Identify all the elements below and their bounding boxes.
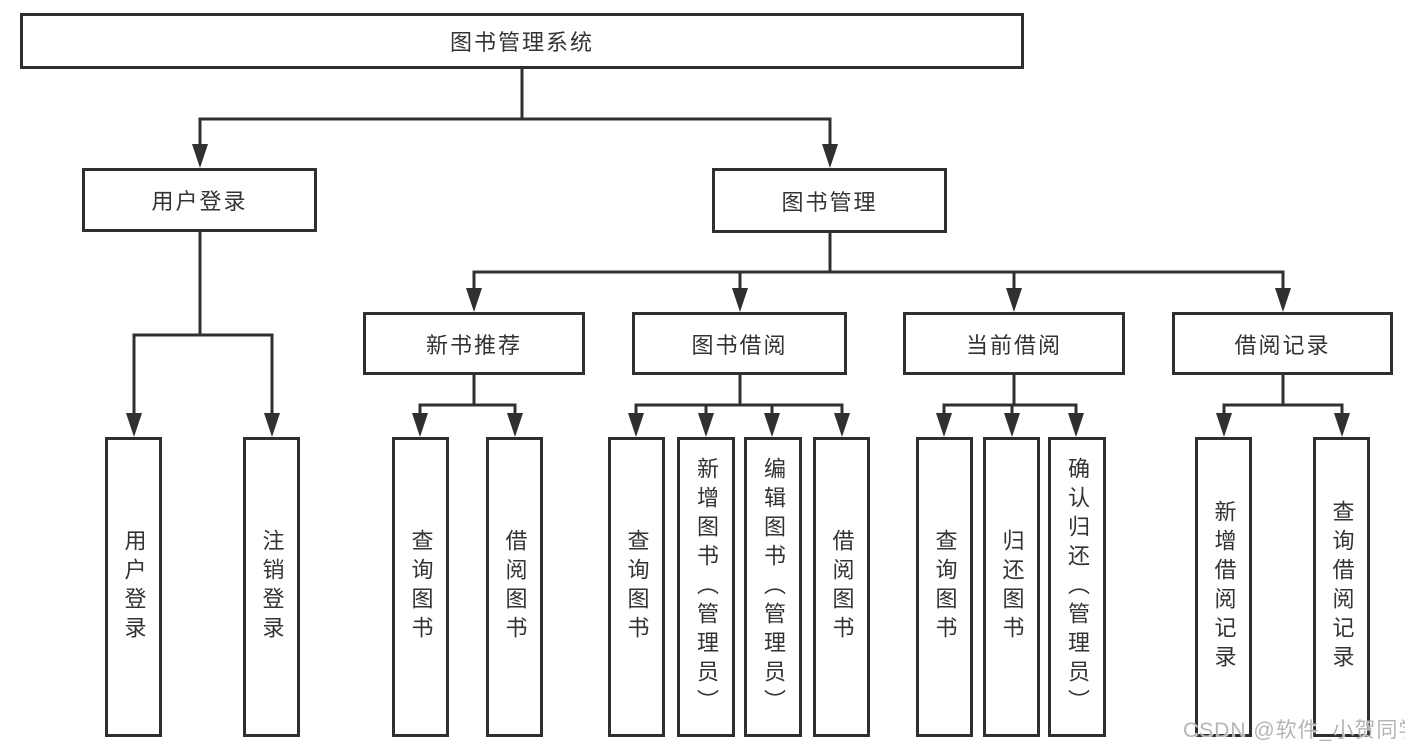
node-user-login-group: 用户登录	[82, 168, 317, 232]
leaf-query-borrow-record: 查询借阅记录	[1313, 437, 1370, 737]
arrow-down-icon	[834, 413, 850, 437]
arrow-down-icon	[466, 288, 482, 312]
arrow-down-icon	[412, 413, 428, 437]
arrow-down-icon	[764, 413, 780, 437]
arrow-down-icon	[1004, 413, 1020, 437]
node-borrowing-records: 借阅记录	[1172, 312, 1393, 375]
arrow-down-icon	[192, 144, 208, 168]
arrow-down-icon	[732, 288, 748, 312]
arrow-down-icon	[1006, 288, 1022, 312]
leaf-user-login: 用户登录	[105, 437, 162, 737]
leaf-query-books-recommend: 查询图书	[392, 437, 449, 737]
arrow-down-icon	[1334, 413, 1350, 437]
node-book-management: 图书管理	[712, 168, 947, 233]
node-library-management-system: 图书管理系统	[20, 13, 1024, 69]
leaf-add-books-admin: 新增图书（管理员）	[677, 437, 735, 737]
arrow-down-icon	[1216, 413, 1232, 437]
arrow-down-icon	[264, 413, 280, 437]
arrow-down-icon	[628, 413, 644, 437]
node-new-book-recommendation: 新书推荐	[363, 312, 585, 375]
leaf-query-books-borrowing: 查询图书	[608, 437, 665, 737]
leaf-add-borrow-record: 新增借阅记录	[1195, 437, 1252, 737]
arrow-down-icon	[822, 144, 838, 168]
node-book-borrowing: 图书借阅	[632, 312, 847, 375]
arrow-down-icon	[1275, 288, 1291, 312]
leaf-confirm-return-admin: 确认归还（管理员）	[1048, 437, 1106, 737]
arrow-down-icon	[1068, 413, 1084, 437]
arrow-down-icon	[507, 413, 523, 437]
arrow-down-icon	[936, 413, 952, 437]
arrow-down-icon	[126, 413, 142, 437]
leaf-return-books: 归还图书	[983, 437, 1040, 737]
csdn-watermark: CSDN @软件_小贺同学	[1183, 719, 1405, 742]
leaf-logout: 注销登录	[243, 437, 300, 737]
leaf-edit-books-admin: 编辑图书（管理员）	[744, 437, 802, 737]
leaf-query-books-current: 查询图书	[916, 437, 973, 737]
leaf-borrow-books-borrowing: 借阅图书	[813, 437, 870, 737]
leaf-borrow-books-recommend: 借阅图书	[486, 437, 543, 737]
node-current-borrowing: 当前借阅	[903, 312, 1125, 375]
arrow-down-icon	[698, 413, 714, 437]
